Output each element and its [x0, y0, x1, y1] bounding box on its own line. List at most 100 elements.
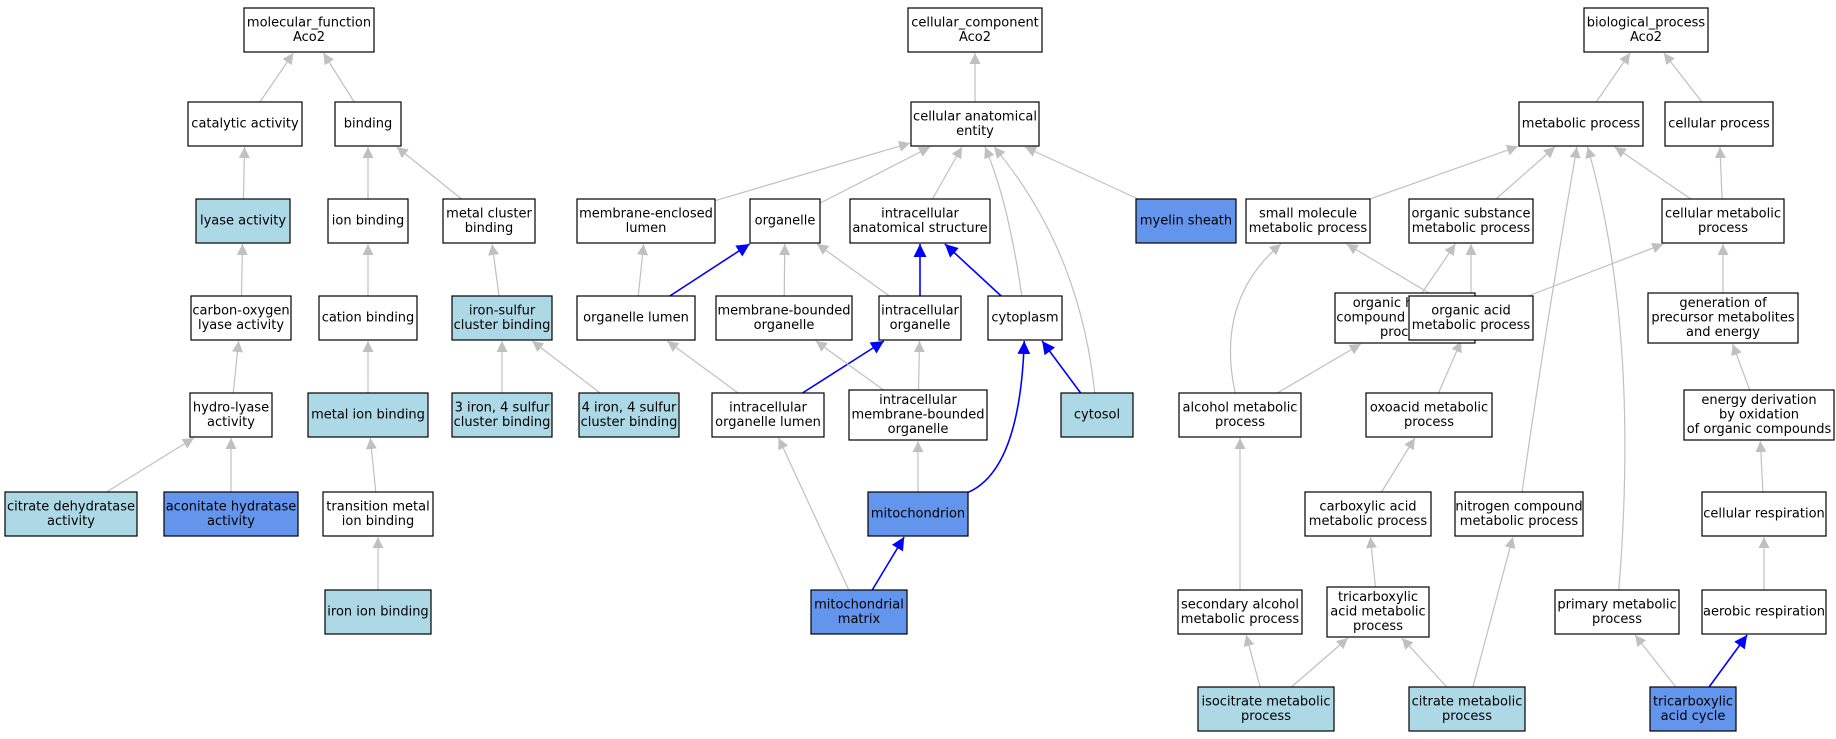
- edge-isocitrate-to-tca-metab: [1291, 637, 1349, 688]
- node-box: [1647, 292, 1799, 344]
- node-cation-binding[interactable]: cation binding: [318, 295, 418, 341]
- edge-carboxylic-to-oxoacid: [1381, 437, 1416, 493]
- node-label: aerobic respiration: [1703, 605, 1825, 620]
- node-box: [576, 295, 696, 341]
- node-iron-ion[interactable]: iron ion binding: [324, 589, 432, 635]
- edge-cell-resp-to-energy-deriv: [1755, 440, 1767, 493]
- node-label: cellular_component: [911, 15, 1039, 30]
- node-org-lumen[interactable]: organelle lumen: [576, 295, 696, 341]
- node-label: organelle: [755, 214, 816, 229]
- node-box: [451, 392, 553, 438]
- edge-alcohol-to-org-hydroxy: [1277, 343, 1362, 394]
- node-label: metabolic process: [1460, 514, 1579, 529]
- node-box: [749, 198, 821, 244]
- node-label: metabolic process: [1522, 117, 1641, 132]
- edge-org-acid-to-small-mol: [1346, 243, 1435, 297]
- edge-metal-cluster-to-binding: [396, 146, 462, 200]
- node-mito[interactable]: mitochondrion: [867, 491, 969, 537]
- node-label: process: [1353, 619, 1403, 634]
- node-cell-resp[interactable]: cellular respiration: [1701, 491, 1827, 537]
- node-box: [195, 198, 291, 244]
- node-label: membrane-bounded: [717, 303, 850, 318]
- node-binding[interactable]: binding: [334, 101, 402, 147]
- node-label: cluster binding: [581, 415, 678, 430]
- edge-org-subst-to-metabolic: [1495, 146, 1556, 200]
- node-box: [1518, 101, 1644, 147]
- node-box: [867, 491, 969, 537]
- node-label: process: [1241, 709, 1291, 724]
- edge-hydro-lyase-to-co-lyase: [232, 340, 243, 394]
- node-box: [1245, 198, 1371, 244]
- edge-mito-matrix-to-mito: [871, 536, 905, 591]
- node-label: organelle lumen: [715, 415, 821, 430]
- node-organelle[interactable]: organelle: [749, 198, 821, 244]
- node-metal-ion[interactable]: metal ion binding: [307, 392, 429, 438]
- node-catalytic[interactable]: catalytic activity: [187, 101, 303, 147]
- node-cytosol[interactable]: cytosol: [1060, 392, 1134, 438]
- node-cellular-proc[interactable]: cellular process: [1664, 101, 1774, 147]
- node-label: cytosol: [1074, 408, 1120, 423]
- node-aerobic[interactable]: aerobic respiration: [1701, 589, 1827, 635]
- node-myelin[interactable]: myelin sheath: [1135, 198, 1237, 244]
- node-label: citrate metabolic: [1412, 694, 1523, 709]
- node-label: activity: [47, 514, 95, 529]
- node-box: [1661, 198, 1785, 244]
- node-label: myelin sheath: [1140, 214, 1232, 229]
- node-label: binding: [344, 117, 392, 132]
- node-label: mitochondrion: [871, 507, 965, 522]
- edge-cellular-proc-to-bp-root: [1663, 52, 1703, 103]
- edge-small-mol-to-metabolic: [1369, 144, 1519, 200]
- node-box: [327, 198, 409, 244]
- node-box: [1701, 589, 1827, 635]
- node-box: [878, 295, 962, 341]
- node-box: [810, 589, 908, 635]
- edge-cell-metab-to-cellular-proc: [1714, 146, 1726, 200]
- node-ion-binding[interactable]: ion binding: [327, 198, 409, 244]
- node-label: by oxidation: [1719, 408, 1799, 423]
- node-label: mitochondrial: [814, 597, 904, 612]
- edge-cytosol-to-cae: [993, 146, 1096, 394]
- node-label: secondary alcohol: [1181, 597, 1299, 612]
- node-metabolic[interactable]: metabolic process: [1518, 101, 1644, 147]
- edge-tca-metab-to-carboxylic: [1365, 536, 1377, 588]
- node-box: [848, 389, 988, 441]
- node-lyase[interactable]: lyase activity: [195, 198, 291, 244]
- node-cytoplasm[interactable]: cytoplasm: [987, 295, 1063, 341]
